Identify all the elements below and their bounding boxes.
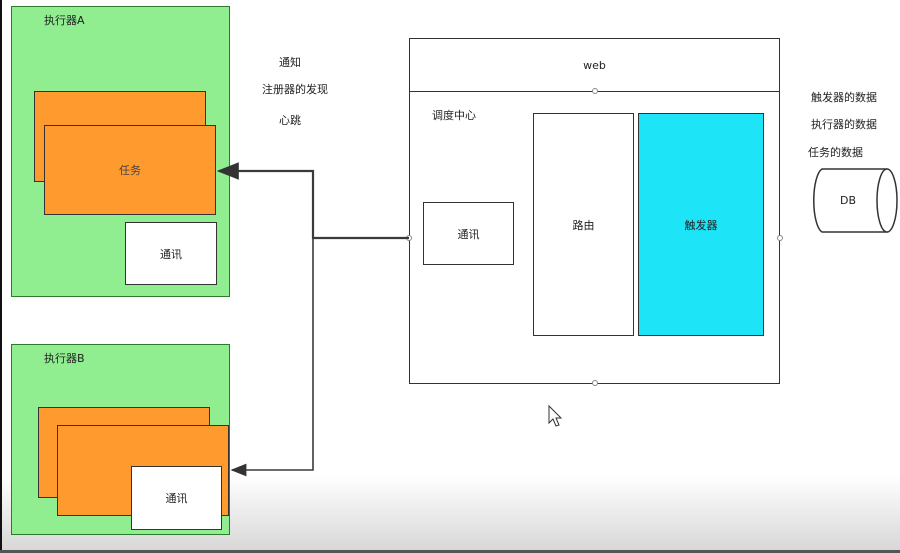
scheduler-title: 调度中心 [432, 109, 476, 122]
db-label: DB [840, 194, 857, 207]
window-edge-bottom [0, 550, 900, 553]
handle-scheduler-left[interactable] [406, 235, 412, 241]
scheduler-router-label: 路由 [572, 218, 595, 232]
executor-a-task-label: 任务 [119, 164, 141, 177]
db-note-task-data: 任务的数据 [808, 146, 863, 159]
handle-web-bottom[interactable] [592, 88, 598, 94]
note-registry-discovery: 注册器的发现 [262, 83, 328, 96]
scheduler-comm-label: 通讯 [457, 227, 480, 241]
scheduler-trigger[interactable]: 触发器 [638, 113, 764, 336]
note-notify: 通知 [279, 56, 301, 69]
db-note-executor-data: 执行器的数据 [811, 118, 877, 131]
scheduler-trigger-label: 触发器 [684, 218, 718, 232]
executor-b-title: 执行器B [44, 352, 85, 365]
note-heartbeat: 心跳 [279, 114, 301, 127]
executor-b-comm-label: 通讯 [165, 492, 188, 505]
scheduler-router[interactable]: 路由 [533, 113, 634, 336]
handle-scheduler-right[interactable] [777, 235, 783, 241]
web-header-label: web [583, 58, 606, 72]
scheduler-comm[interactable]: 通讯 [423, 202, 514, 265]
executor-a-comm-label: 通讯 [160, 247, 182, 261]
web-header[interactable]: web [409, 38, 780, 92]
handle-scheduler-bottom[interactable] [592, 380, 598, 386]
executor-a-title: 执行器A [44, 14, 85, 27]
executor-a-comm[interactable]: 通讯 [125, 222, 217, 285]
executor-a-task[interactable]: 任务 [44, 125, 216, 215]
window-edge-left [0, 0, 2, 553]
db-note-trigger-data: 触发器的数据 [811, 91, 877, 104]
executor-b-comm[interactable]: 通讯 [131, 466, 222, 530]
